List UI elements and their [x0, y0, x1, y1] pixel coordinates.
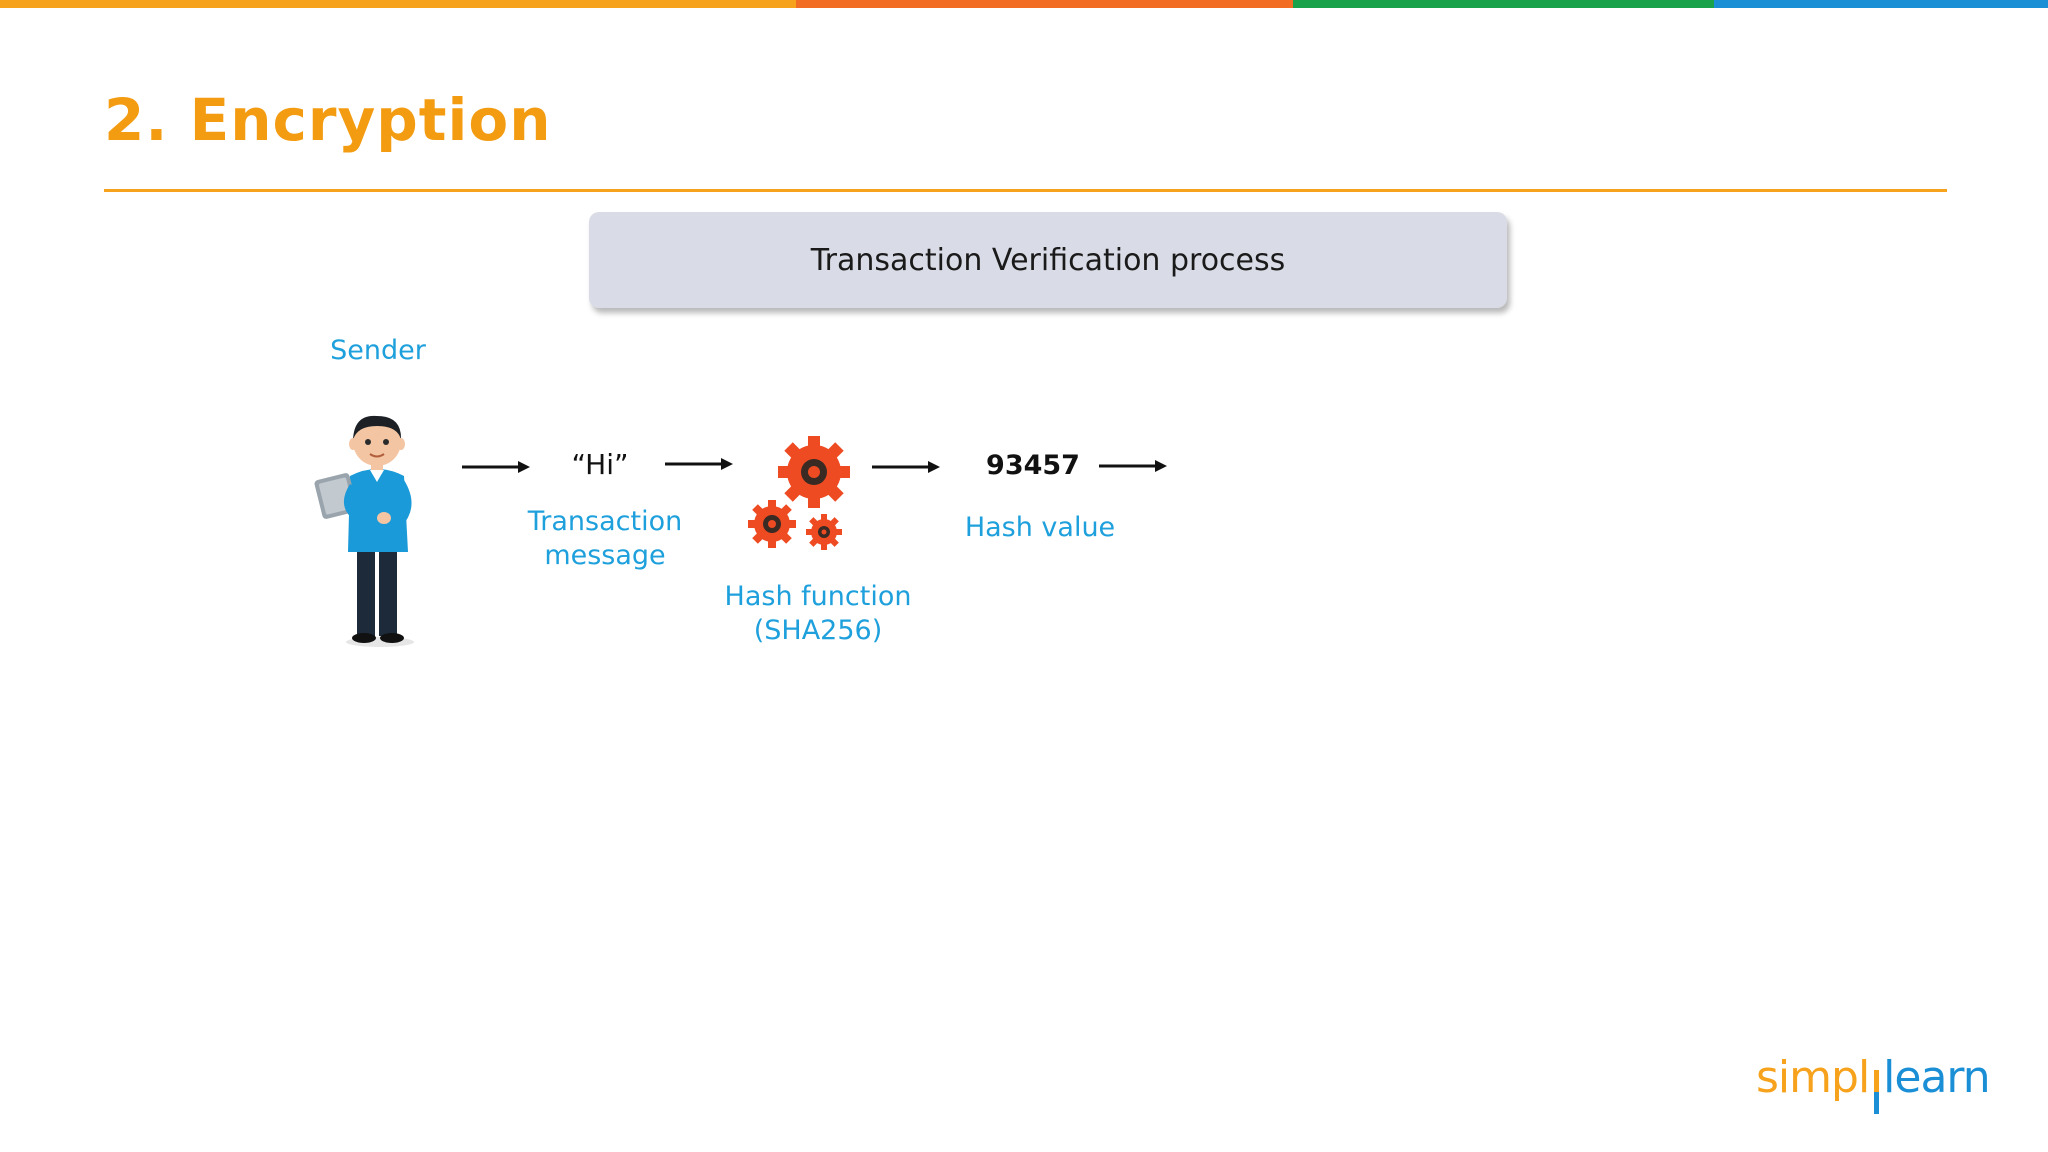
- hash-function-label: Hash function (SHA256): [700, 580, 936, 648]
- slide-title: 2. Encryption: [104, 86, 552, 154]
- hash-value-label: Hash value: [964, 512, 1116, 543]
- top-color-bar: [0, 0, 2048, 8]
- arrow-right-icon: [1099, 460, 1167, 472]
- top-bar-deep-orange-segment: [796, 0, 1293, 8]
- transaction-message-label-line1: Transaction: [527, 506, 683, 537]
- top-bar-orange-segment: [0, 0, 796, 8]
- title-divider: [104, 189, 1947, 192]
- process-heading-box: Transaction Verification process: [589, 212, 1507, 308]
- arrow-right-icon: [872, 461, 940, 473]
- simplilearn-logo: simpl learn: [1756, 1036, 1992, 1114]
- transaction-message-label: Transaction message: [505, 505, 705, 573]
- logo-text-learn: learn: [1883, 1052, 1990, 1103]
- person-with-tablet-icon: [314, 415, 414, 647]
- sender-label: Sender: [330, 335, 426, 366]
- transaction-message-text: “Hi”: [571, 448, 629, 481]
- gears-icon: [748, 436, 850, 550]
- hash-value-text: 93457: [986, 450, 1080, 481]
- top-bar-blue-segment: [1714, 0, 2048, 8]
- transaction-message-label-line2: message: [544, 540, 666, 571]
- hash-function-label-line1: Hash function: [724, 581, 912, 612]
- hash-function-label-line2: (SHA256): [753, 615, 883, 646]
- arrow-right-icon: [462, 461, 530, 473]
- top-bar-green-segment: [1293, 0, 1714, 8]
- logo-divider-icon: [1874, 1070, 1880, 1114]
- logo-text-simpl: simpl: [1756, 1052, 1870, 1103]
- arrow-right-icon: [665, 458, 733, 470]
- process-heading: Transaction Verification process: [810, 242, 1286, 278]
